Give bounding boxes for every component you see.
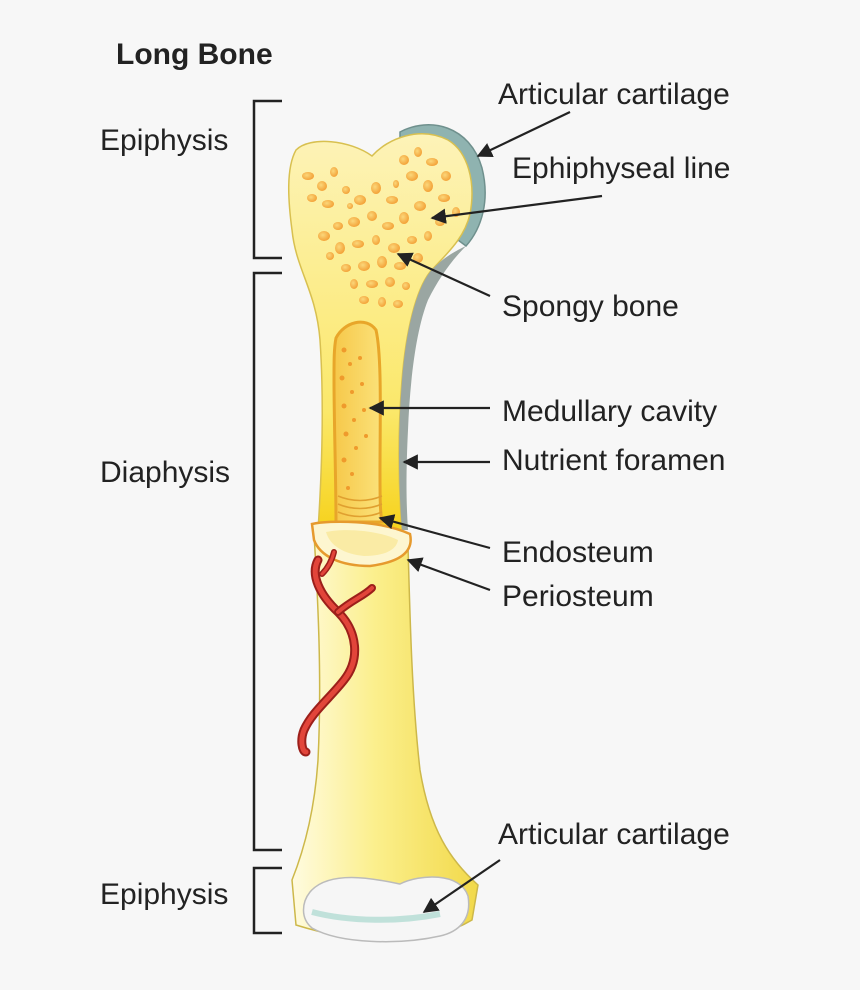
cut-rim-inner	[326, 530, 398, 556]
arrow-articular-cartilage-bottom	[422, 859, 501, 913]
label-nutrient-foramen: Nutrient foramen	[502, 444, 726, 477]
spongy-bone-pores	[302, 147, 460, 308]
distal-cartilage-shade	[311, 909, 441, 923]
label-medullary-cavity: Medullary cavity	[502, 395, 718, 428]
endosteum-layers	[337, 495, 383, 518]
blood-vessel	[297, 549, 376, 757]
periosteum-strip	[399, 246, 466, 530]
diagram-title: Long Bone	[116, 38, 273, 71]
arrow-periosteum	[406, 557, 491, 592]
arrow-endosteum	[378, 514, 491, 550]
region-bottom-epiphysis: Epiphysis	[100, 878, 229, 911]
medullary-cavity	[332, 320, 384, 524]
arrow-articular-cartilage-top	[476, 111, 571, 157]
label-articular-cartilage-top: Articular cartilage	[498, 78, 730, 111]
leader-arrows	[368, 111, 603, 913]
region-brackets	[252, 99, 282, 935]
label-periosteum: Periosteum	[502, 580, 654, 613]
distal-articular-cartilage	[302, 876, 470, 943]
arrow-epiphyseal-line	[430, 194, 603, 224]
label-epiphyseal-line: Ephiphyseal line	[512, 152, 731, 185]
label-articular-cartilage-bottom: Articular cartilage	[498, 818, 730, 851]
region-top-epiphysis: Epiphysis	[100, 124, 229, 157]
bracket-diaphysis	[252, 271, 282, 852]
medullary-texture	[339, 347, 368, 490]
label-spongy-bone: Spongy bone	[502, 290, 679, 323]
arrow-spongy-bone	[396, 252, 491, 298]
bracket-bottom-epiphysis	[252, 866, 282, 935]
region-diaphysis: Diaphysis	[100, 456, 231, 489]
bracket-top-epiphysis	[252, 99, 282, 260]
label-endosteum: Endosteum	[502, 536, 654, 569]
